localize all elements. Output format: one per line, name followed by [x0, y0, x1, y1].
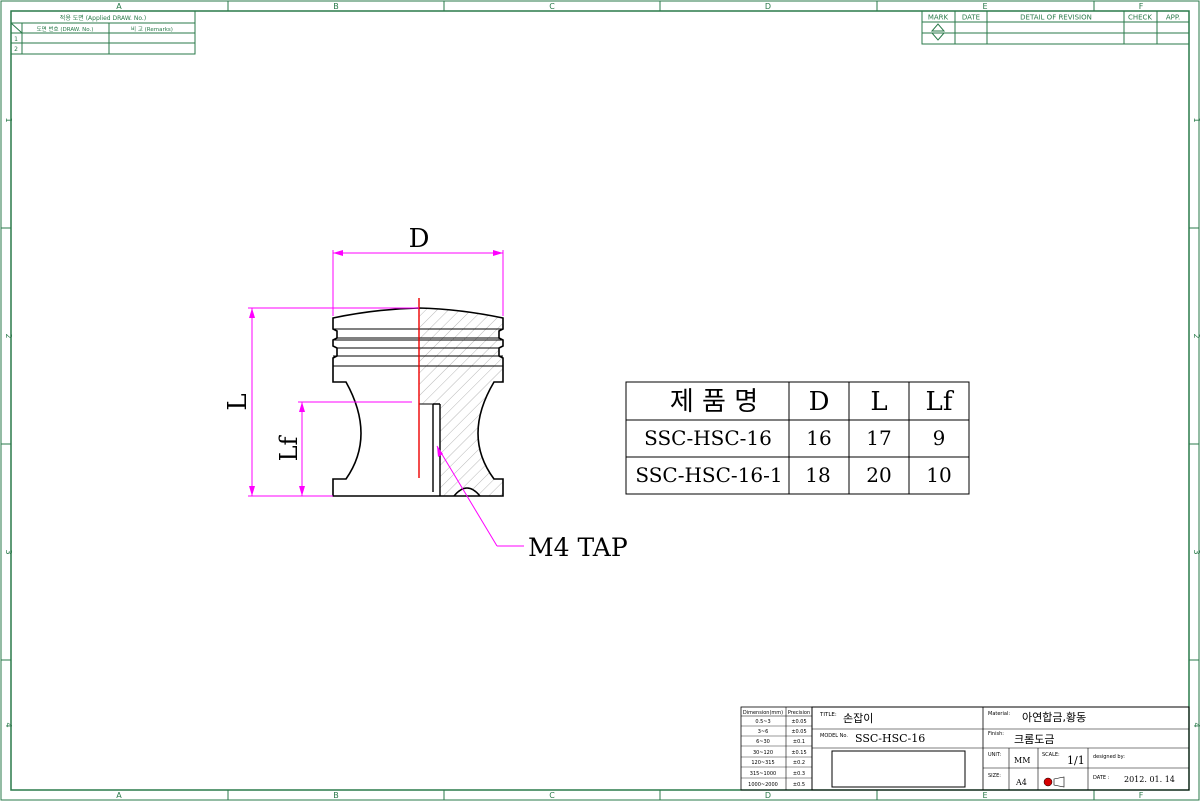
- row-label-left: 1: [4, 117, 13, 122]
- row-label-right: 3: [1192, 549, 1200, 554]
- tolerance-cell: 315~1000: [750, 771, 776, 777]
- designed-label: designed by:: [1093, 754, 1125, 760]
- tolerance-header: Dimension(mm): [743, 710, 783, 716]
- revision-triangle-icon: [930, 23, 946, 41]
- scale-value: 1/1: [1067, 754, 1085, 767]
- col-label-top: C: [549, 2, 555, 11]
- applied-table-title: 적용 도면 (Applied DRAW. No.): [60, 14, 146, 22]
- material-value: 아연합금,황동: [1022, 711, 1086, 724]
- revision-table: MARK DATE DETAIL OF REVISION CHECK APP.: [921, 10, 1190, 45]
- row-label-right: 1: [1192, 117, 1200, 122]
- spec-cell: 18: [805, 463, 830, 487]
- dimension-D: D: [332, 224, 504, 316]
- tolerance-table: Dimension(mm) Precision 0.5~3 ±0.05 3~6 …: [740, 706, 813, 791]
- spec-header-name: 제 품 명: [670, 387, 758, 417]
- tolerance-cell: 6~30: [756, 739, 770, 745]
- col-label-bottom: D: [765, 791, 771, 800]
- revision-header: DETAIL OF REVISION: [1020, 14, 1092, 22]
- dimension-Lf: Lf: [275, 401, 412, 496]
- callout-label: M4 TAP: [528, 533, 628, 562]
- dimension-D-label: D: [409, 224, 430, 254]
- unit-label: UNIT:: [988, 752, 1001, 758]
- date-label: DATE :: [1093, 775, 1110, 781]
- spec-cell: SSC-HSC-16: [644, 426, 772, 450]
- col-label-bottom: C: [549, 791, 555, 800]
- dimension-Lf-label: Lf: [275, 434, 303, 461]
- m4-tap-callout: M4 TAP: [436, 445, 628, 562]
- col-label-bottom: B: [333, 791, 339, 800]
- tolerance-cell: ±0.3: [793, 771, 805, 777]
- applied-drawing-table: 적용 도면 (Applied DRAW. No.) 도면 번호 (DRAW. N…: [10, 10, 196, 55]
- row-label-left: 3: [4, 549, 13, 554]
- applied-table-col1: 도면 번호 (DRAW. No.): [37, 25, 94, 33]
- projection-symbol-icon: [1043, 776, 1065, 788]
- col-label-top: A: [116, 2, 122, 11]
- row-label-right: 4: [1192, 722, 1200, 727]
- tolerance-cell: ±0.05: [791, 719, 806, 725]
- column-labels: A B C D E F A B C D E F: [116, 2, 1143, 800]
- tolerance-cell: 1000~2000: [748, 782, 778, 788]
- tolerance-cell: 120~315: [751, 760, 774, 766]
- tolerance-cell: ±0.5: [793, 782, 805, 788]
- finish-value: 크롬도금: [1014, 733, 1054, 746]
- scale-label: SCALE:: [1042, 752, 1060, 758]
- size-label: SIZE:: [988, 773, 1001, 779]
- title-label: TITLE:: [819, 712, 837, 718]
- tolerance-cell: 3~6: [758, 729, 769, 735]
- spec-cell: 20: [866, 463, 891, 487]
- model-value: SSC-HSC-16: [855, 732, 925, 745]
- dimension-L: L: [223, 307, 419, 497]
- part-section-view: [332, 298, 504, 497]
- col-label-top: F: [1139, 2, 1144, 11]
- title-value: 손잡이: [843, 712, 873, 725]
- col-label-bottom: F: [1139, 791, 1144, 800]
- tolerance-cell: 30~120: [753, 750, 773, 756]
- spec-cell: 10: [926, 463, 951, 487]
- row-labels: 1 2 3 4 1 2 3 4: [4, 117, 1200, 727]
- model-label: MODEL No.: [820, 733, 848, 739]
- col-label-top: B: [333, 2, 339, 11]
- title-block: TITLE: 손잡이 MODEL No. SSC-HSC-16 Material…: [811, 706, 1190, 791]
- spec-table: 제 품 명 D L Lf SSC-HSC-16 16 17 9 SSC-HSC-…: [625, 381, 970, 495]
- col-label-bottom: A: [116, 791, 122, 800]
- spec-cell: SSC-HSC-16-1: [635, 463, 782, 487]
- size-value: A4: [1015, 778, 1027, 787]
- col-label-top: E: [982, 2, 987, 11]
- finish-label: Finish:: [988, 731, 1004, 737]
- tolerance-header: Precision: [788, 710, 810, 716]
- tolerance-cell: ±0.05: [791, 729, 806, 735]
- spec-cell: 9: [933, 426, 946, 450]
- applied-table-row-num: 2: [14, 46, 18, 53]
- spec-cell: 17: [866, 426, 891, 450]
- spec-cell: 16: [806, 426, 831, 450]
- applied-table-col2: 비 고 (Remarks): [131, 25, 173, 33]
- row-label-left: 4: [4, 722, 13, 727]
- spec-header-L: L: [870, 387, 887, 417]
- spec-header-D: D: [809, 387, 830, 417]
- spec-header-Lf: Lf: [926, 387, 955, 417]
- applied-table-row-num: 1: [14, 36, 18, 43]
- tolerance-cell: ±0.1: [793, 739, 805, 745]
- tolerance-cell: 0.5~3: [755, 719, 770, 725]
- revision-header: MARK: [928, 14, 949, 22]
- revision-header: CHECK: [1128, 14, 1152, 22]
- dimension-L-label: L: [223, 393, 253, 410]
- unit-value: MM: [1014, 756, 1030, 765]
- row-label-right: 2: [1192, 333, 1200, 338]
- tolerance-cell: ±0.2: [793, 760, 805, 766]
- col-label-bottom: E: [982, 791, 987, 800]
- revision-header: APP.: [1166, 14, 1180, 22]
- revision-header: DATE: [962, 14, 980, 22]
- material-label: Material:: [988, 711, 1010, 717]
- col-label-top: D: [765, 2, 771, 11]
- tolerance-cell: ±0.15: [791, 750, 806, 756]
- date-value: 2012. 01. 14: [1124, 775, 1175, 784]
- row-label-left: 2: [4, 333, 13, 338]
